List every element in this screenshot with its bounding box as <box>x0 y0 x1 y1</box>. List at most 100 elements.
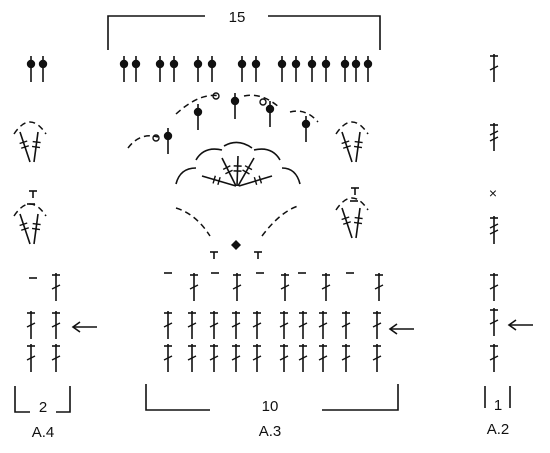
treble-crochet-slash <box>489 136 499 142</box>
a4-fan-upper-slash <box>19 140 28 145</box>
arrow-head <box>388 323 398 335</box>
a3-chart-label: A.3 <box>259 423 282 440</box>
dot-stitch-dot <box>193 107 203 117</box>
double-crochet-slash <box>231 355 241 361</box>
fan-arc <box>195 148 223 161</box>
chain-loop <box>175 207 211 237</box>
shell-chain-arc <box>175 94 221 115</box>
a3-fan-upper-slash <box>341 140 350 145</box>
double-crochet-slash <box>298 355 308 361</box>
double-crochet-slash <box>163 355 173 361</box>
a3-repeat-bracket: 10 A.3 <box>145 384 399 440</box>
double-crochet-slash <box>374 284 384 290</box>
arrow-head <box>507 319 517 331</box>
a4-repeat-bracket: 2 A.4 <box>14 386 71 441</box>
dot-stitch-dot <box>230 96 240 106</box>
double-crochet-slash <box>280 284 290 290</box>
double-crochet-slash <box>209 322 219 328</box>
a2-chart-label: A.2 <box>487 421 510 438</box>
a3-fan-stitch-slash <box>222 165 231 170</box>
a3-top-repeat-bracket: 15 <box>107 9 381 50</box>
a4-fan-lower-slash <box>32 222 41 226</box>
double-crochet-slash <box>279 322 289 328</box>
a3-fan-upper-arc <box>335 121 369 135</box>
double-crochet-slash <box>187 322 197 328</box>
double-crochet-slash <box>209 355 219 361</box>
double-crochet-slash <box>26 355 36 361</box>
chain-stitch-symbol: × <box>489 185 497 201</box>
a4-fan-lower-slash <box>31 227 41 231</box>
double-crochet-slash <box>372 322 382 328</box>
a3-fan-stitch-slash <box>242 169 250 175</box>
double-crochet-slash <box>318 355 328 361</box>
a3-fan-stitch-slash <box>217 176 221 186</box>
dot-stitch-dot <box>169 59 179 69</box>
dot-stitch-dot <box>340 59 350 69</box>
double-crochet-slash <box>252 355 262 361</box>
double-crochet-slash <box>232 284 242 290</box>
dot-stitch-dot <box>301 119 311 129</box>
a4-fan-upper-arc <box>13 121 47 135</box>
a3-fan-upper-slash <box>342 145 352 149</box>
fan-arc <box>281 167 301 185</box>
double-crochet-slash <box>51 322 61 328</box>
picot-symbol <box>259 98 267 106</box>
a4-fan-lower-slash <box>19 222 28 227</box>
a4-fan-lower-slash <box>20 227 30 231</box>
double-crochet-slash <box>187 355 197 361</box>
double-crochet-slash <box>321 284 331 290</box>
dot-stitch-dot <box>291 59 301 69</box>
dot-stitch-dot <box>38 59 48 69</box>
dot-stitch-dot <box>155 59 165 69</box>
a2-repeat-count: 1 <box>494 397 502 414</box>
diagram-marks <box>13 54 533 372</box>
a3-fan-lower-slash <box>342 221 352 225</box>
dot-stitch-dot <box>277 59 287 69</box>
slip-stitch-symbol <box>231 240 241 250</box>
double-crochet-slash <box>51 284 61 290</box>
a3-fan-upper-slash <box>353 145 363 149</box>
double-crochet-slash <box>252 322 262 328</box>
shell-chain-arc <box>243 94 281 109</box>
double-crochet-slash <box>189 284 199 290</box>
a4-fan-upper-slash <box>32 140 41 144</box>
a3-top-repeat-count: 15 <box>229 9 246 26</box>
a3-fan-lower-slash <box>353 221 363 225</box>
a3-fan-lower-slash <box>354 216 363 220</box>
dot-stitch-dot <box>307 59 317 69</box>
a4-repeat-count: 2 <box>39 399 47 416</box>
dot-stitch-dot <box>207 59 217 69</box>
treble-crochet-slash <box>489 229 499 235</box>
dot-stitch-dot <box>265 104 275 114</box>
dot-stitch-dot <box>363 59 373 69</box>
dot-stitch-dot <box>26 59 36 69</box>
dot-stitch-dot <box>193 59 203 69</box>
treble-crochet-slash <box>489 223 499 229</box>
double-crochet-slash <box>231 322 241 328</box>
a3-fan-stitch-slash <box>258 175 263 184</box>
double-crochet-slash <box>318 322 328 328</box>
a3-fan-upper-slash <box>354 140 363 144</box>
shell-chain-arc <box>127 135 159 149</box>
double-crochet-slash <box>489 65 499 71</box>
a4-fan-lower-arc <box>13 203 47 217</box>
treble-crochet-slash <box>489 130 499 136</box>
a3-fan-stitch-slash <box>253 176 258 186</box>
a3-fan-lower-slash <box>341 216 350 221</box>
double-crochet-slash <box>298 322 308 328</box>
fan-arc <box>175 167 197 185</box>
dot-stitch-dot <box>163 131 173 141</box>
a4-chart-label: A.4 <box>32 424 55 441</box>
a3-fan-stitch-slash <box>225 169 233 175</box>
dot-stitch-dot <box>119 59 129 69</box>
double-crochet-slash <box>26 322 36 328</box>
a2-repeat-bracket: 1 A.2 <box>484 386 511 438</box>
shell-chain-arc <box>289 110 319 123</box>
double-crochet-slash <box>341 322 351 328</box>
a4-fan-upper-slash <box>31 145 41 149</box>
a3-fan-stitch-slash <box>212 175 217 184</box>
double-crochet-slash <box>341 355 351 361</box>
double-crochet-slash <box>489 355 499 361</box>
a3-fan-stitch-slash <box>244 165 253 171</box>
